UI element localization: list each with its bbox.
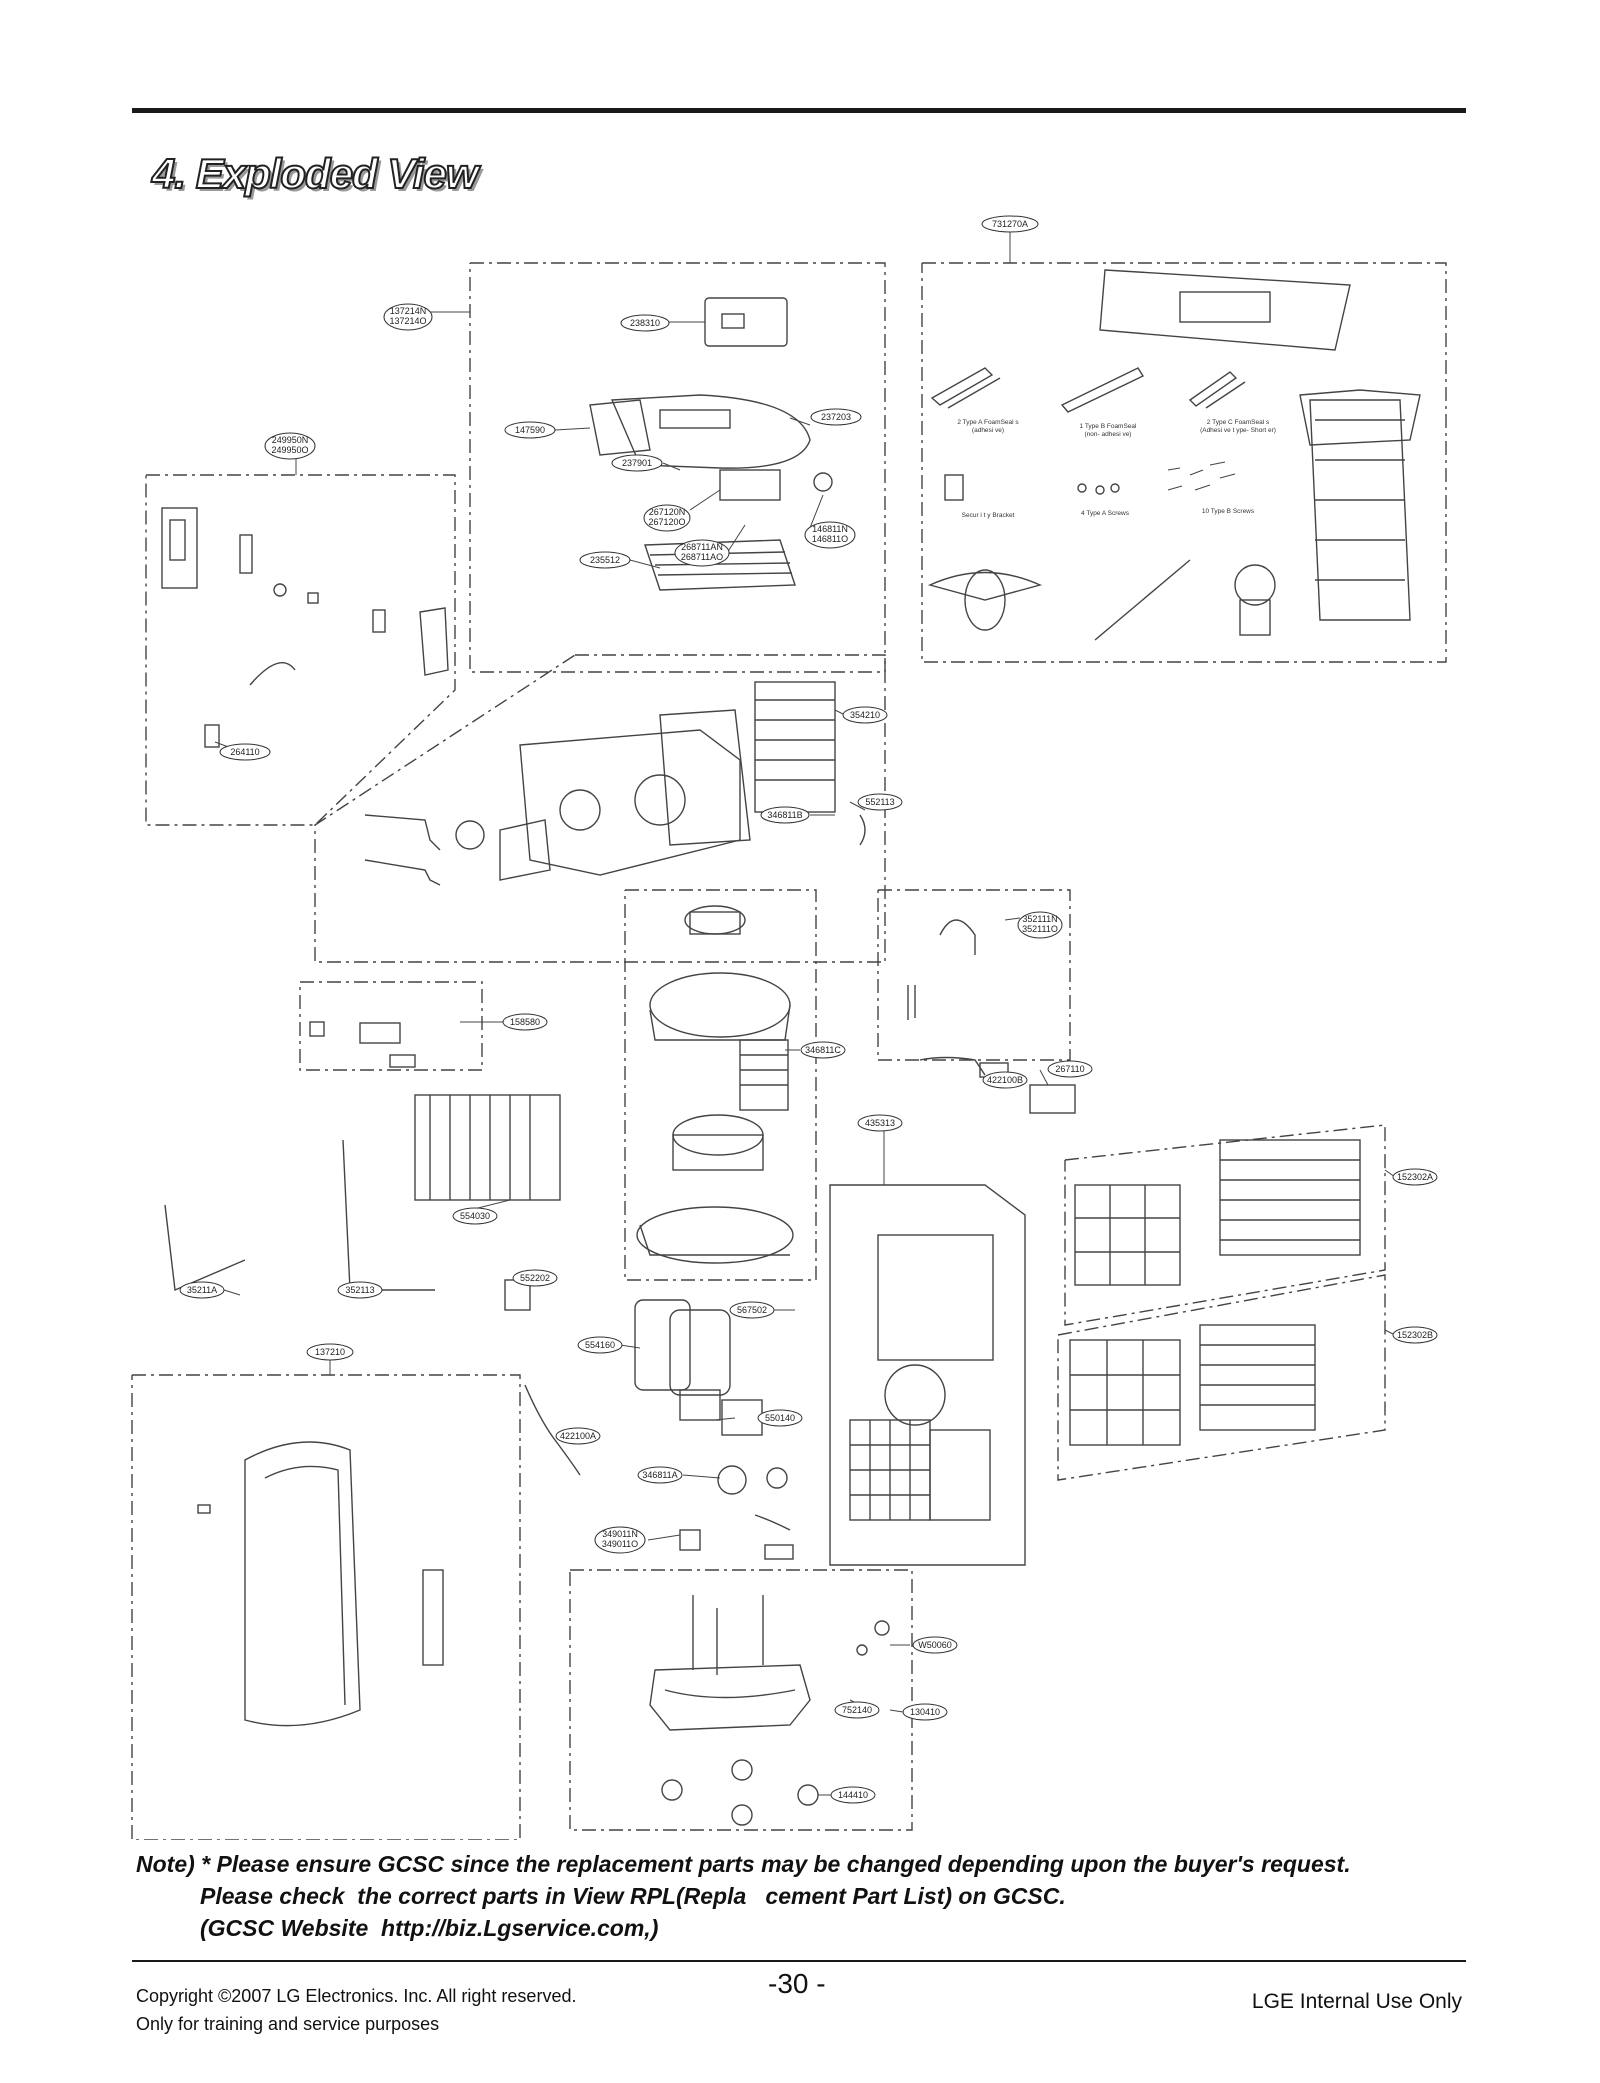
callout-130410: 130410 <box>910 1707 940 1717</box>
top-rule <box>132 108 1466 113</box>
callout-731270A: 731270A <box>992 219 1028 229</box>
switch-parts <box>161 507 449 748</box>
section-title: 4. Exploded View <box>151 149 480 198</box>
leader-lines <box>214 230 1396 1796</box>
callout-158580: 158580 <box>510 1017 540 1027</box>
kit-seal-a-line1: 2 Type A FoamSeal s <box>957 419 1019 426</box>
callout-238310: 238310 <box>630 318 660 328</box>
note-block: Note) * Please ensure GCSC since the rep… <box>136 1848 1351 1944</box>
callout-235512: 235512 <box>590 555 620 565</box>
copyright-line-1: Copyright ©2007 LG Electronics. Inc. All… <box>136 1986 577 2006</box>
callout-264110: 264110 <box>230 747 259 757</box>
callout-237901: 237901 <box>622 458 652 468</box>
callout-752140: 752140 <box>842 1705 872 1715</box>
note-line-3: (GCSC Website http://biz.Lgservice.com,) <box>200 1915 659 1941</box>
base-parts <box>649 1595 890 1826</box>
callout-349011N: 349011N <box>602 1529 638 1539</box>
callout-422100B: 422100B <box>987 1075 1023 1085</box>
window-kit-parts <box>927 269 1421 641</box>
callout-422100A: 422100A <box>560 1431 596 1441</box>
rear-panel-parts <box>829 1062 1076 1566</box>
kit-seal-c-line1: 2 Type C FoamSeal s <box>1207 419 1270 426</box>
exploded-view-diagram: 731270A 137214N 137214O 238310 249950N 2… <box>131 215 1447 1840</box>
compressor-small-parts <box>679 1465 794 1560</box>
callout-349011O: 349011O <box>602 1539 638 1549</box>
kit-screws-b: 10 Type B Screws <box>1202 508 1255 515</box>
page-number: -30 - <box>768 1968 826 1999</box>
kit-seal-c-line2: (Adhesi ve t ype- Short er) <box>1200 427 1276 434</box>
kit-seal-a-line2: (adhesi ve) <box>972 427 1004 434</box>
note-line-1: * Please ensure GCSC since the replaceme… <box>194 1851 1351 1877</box>
callout-354210: 354210 <box>850 710 880 720</box>
kit-seal-b-line1: 1 Type B FoamSeal <box>1080 423 1138 430</box>
callout-352111O: 352111O <box>1022 924 1058 934</box>
internal-use-label: LGE Internal Use Only <box>1251 1990 1462 2013</box>
front-cover-parts <box>197 1441 444 1727</box>
callout-550140: 550140 <box>765 1413 795 1423</box>
filter-parts <box>1069 1139 1361 1446</box>
callout-352111N: 352111N <box>1022 914 1057 924</box>
callout-552113: 552113 <box>865 797 894 807</box>
copyright-block: Copyright ©2007 LG Electronics. Inc. All… <box>136 1982 576 2038</box>
callout-346811A: 346811A <box>642 1470 677 1480</box>
kit-screws-a: 4 Type A Screws <box>1081 510 1130 517</box>
callout-249950O: 249950O <box>271 445 308 455</box>
bottom-rule <box>132 1960 1466 1962</box>
copyright-line-2: Only for training and service purposes <box>136 2014 440 2034</box>
blower-parts <box>636 905 794 1264</box>
callout-346811C: 346811C <box>805 1045 841 1055</box>
callout-137210: 137210 <box>315 1347 345 1357</box>
callout-W50060: W50060 <box>918 1640 952 1650</box>
note-label: Note) <box>136 1851 195 1877</box>
callout-152302B: 152302B <box>1397 1330 1433 1340</box>
callout-249950N: 249950N <box>272 435 309 445</box>
callout-552202: 552202 <box>520 1273 550 1283</box>
evaporator-parts <box>364 681 866 886</box>
callout-152302A: 152302A <box>1397 1172 1433 1182</box>
callout-267120O: 267120O <box>648 517 685 527</box>
drain-tube-parts <box>907 919 986 1076</box>
callout-ovals <box>179 215 1438 1804</box>
kit-security-bracket: Secur i t y Bracket <box>962 512 1015 519</box>
callout-35211A: 35211A <box>187 1285 217 1295</box>
callout-554160: 554160 <box>585 1340 615 1350</box>
callout-267110: 267110 <box>1055 1064 1084 1074</box>
callout-435313: 435313 <box>865 1118 895 1128</box>
callout-267120N: 267120N <box>649 507 686 517</box>
callout-237203: 237203 <box>821 412 851 422</box>
callout-554030: 554030 <box>460 1211 490 1221</box>
callout-146811O: 146811O <box>812 534 848 544</box>
callout-146811N: 146811N <box>812 524 848 534</box>
callout-144410: 144410 <box>838 1790 868 1800</box>
coil-parts <box>164 1021 763 1476</box>
callout-352113: 352113 <box>345 1285 374 1295</box>
callout-268711AO: 268711AO <box>681 552 723 562</box>
kit-seal-b-line2: (non- adhesi ve) <box>1085 431 1132 438</box>
callout-567502: 567502 <box>737 1305 767 1315</box>
group-borders <box>131 262 1447 1840</box>
callout-137214N: 137214N <box>390 306 427 316</box>
callout-268711AN: 268711AN <box>681 542 723 552</box>
callout-147590: 147590 <box>515 425 545 435</box>
callout-137214O: 137214O <box>389 316 426 326</box>
callout-346811B: 346811B <box>767 810 802 820</box>
note-line-2: Please check the correct parts in View R… <box>200 1883 1066 1909</box>
